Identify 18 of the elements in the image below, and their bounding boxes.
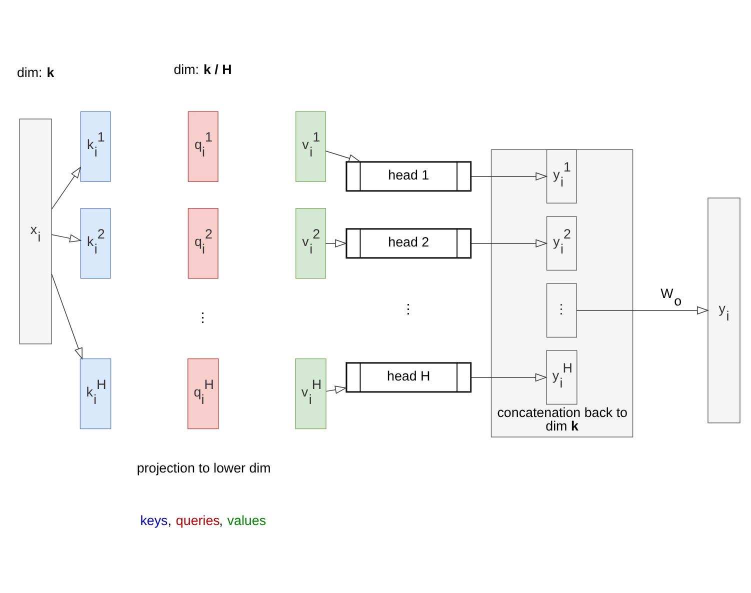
label: keys, queries, values [140,512,266,528]
arrow [51,166,82,210]
node-label: concatenation back to dim k [497,404,628,434]
label: dim: k / H [174,61,232,76]
label: ⋮ [402,301,415,316]
node-box: ⋮ [546,282,577,338]
label: dim: k [16,64,54,80]
label: ⋮ [196,309,210,324]
arrow [325,238,348,248]
arrow [470,372,548,382]
arrow [325,150,361,162]
arrow [51,234,82,242]
arrow [576,306,709,314]
label: projection to lower dim [136,460,271,475]
arrow [470,172,548,180]
arrow [51,273,83,360]
arrow [470,238,548,248]
arrow [326,385,348,394]
